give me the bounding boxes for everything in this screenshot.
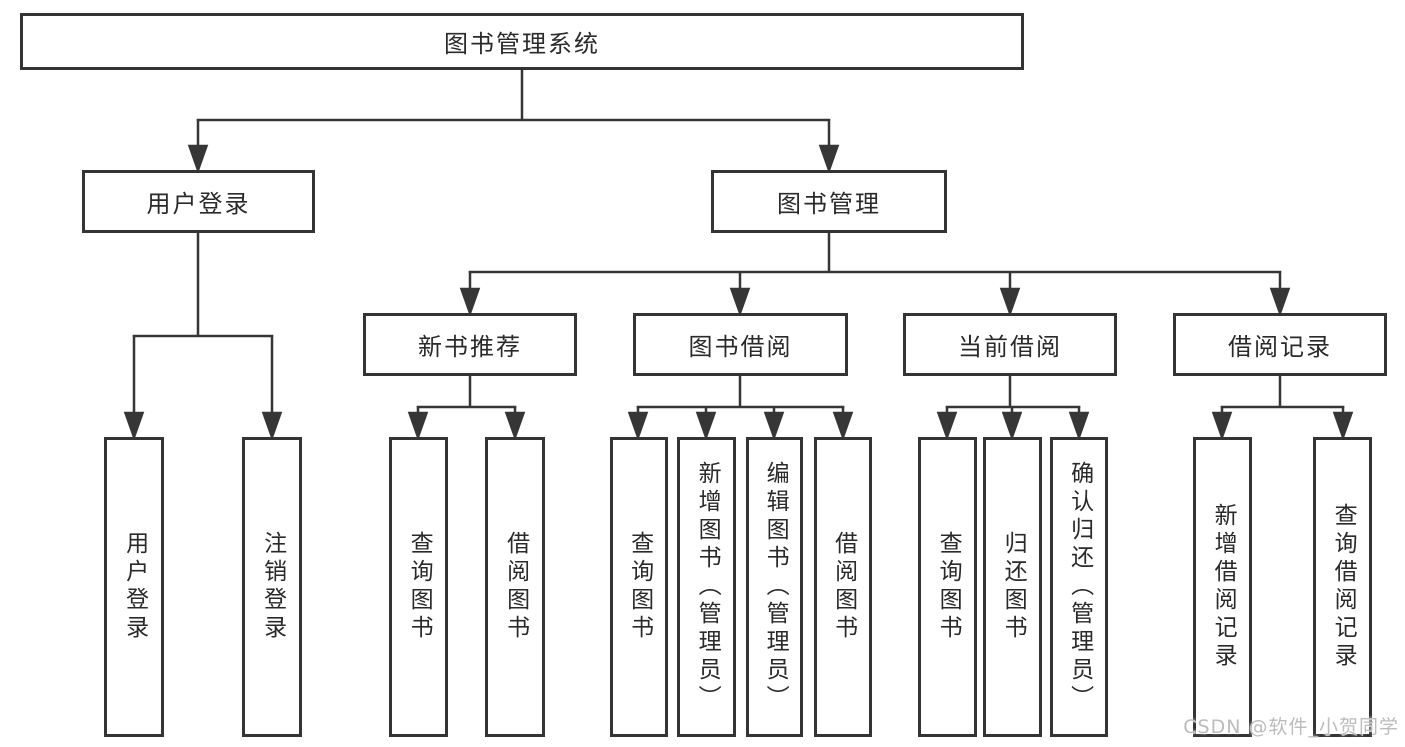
- arrowhead: [936, 411, 958, 441]
- leaf-borrow-add-book-admin: 新增图书（管理员）: [677, 437, 736, 737]
- arrowhead: [1068, 411, 1090, 441]
- connector-new-book-recommend-to-leaves: [407, 376, 526, 441]
- leaf-label: 借阅图书: [830, 531, 857, 643]
- leaf-current-confirm-return-admin: 确认归还（管理员）: [1050, 437, 1108, 737]
- arrowhead: [627, 411, 649, 441]
- leaf-logout: 注销登录: [242, 437, 302, 737]
- leaf-label: 注销登录: [259, 531, 286, 643]
- arrowhead: [763, 411, 785, 441]
- arrowhead: [1332, 411, 1354, 441]
- leaf-current-return-book: 归还图书: [983, 437, 1042, 737]
- arrowhead: [1001, 411, 1023, 441]
- leaf-record-add-borrow-record: 新增借阅记录: [1193, 437, 1252, 737]
- connector-user-login-to-leaves: [123, 233, 283, 441]
- leaf-borrow-query-book: 查询图书: [610, 437, 668, 737]
- connector-root-to-level2: [187, 70, 840, 174]
- arrowhead: [695, 411, 717, 441]
- arrowhead: [123, 411, 145, 441]
- node-library-management-system: 图书管理系统: [20, 13, 1024, 70]
- connector-book-borrow-to-leaves: [627, 376, 854, 441]
- node-user-login: 用户登录: [82, 170, 315, 233]
- leaf-label: 归还图书: [1000, 531, 1027, 643]
- leaf-label: 查询图书: [626, 531, 653, 643]
- leaf-label: 新增借阅记录: [1210, 503, 1237, 671]
- arrowhead: [187, 144, 209, 174]
- leaf-label: 用户登录: [121, 531, 148, 643]
- connector-book-management-to-level3: [459, 233, 1291, 317]
- leaf-current-query-book: 查询图书: [918, 437, 977, 737]
- watermark: CSDN @软件_小贺同学: [1183, 716, 1399, 738]
- leaf-label: 编辑图书（管理员）: [762, 461, 789, 713]
- leaf-borrow-edit-book-admin: 编辑图书（管理员）: [746, 437, 803, 737]
- arrowhead: [504, 411, 526, 441]
- node-current-borrow: 当前借阅: [903, 313, 1117, 376]
- connector-current-borrow-to-leaves: [936, 376, 1090, 441]
- leaf-record-query-borrow-record: 查询借阅记录: [1313, 437, 1372, 737]
- leaf-recommend-borrow-book: 借阅图书: [485, 437, 545, 737]
- leaf-label: 查询图书: [406, 531, 433, 643]
- arrowhead: [729, 287, 751, 317]
- arrowhead: [459, 287, 481, 317]
- leaf-label: 查询图书: [935, 531, 962, 643]
- connector-borrow-record-to-leaves: [1211, 376, 1354, 441]
- leaf-label: 确认归还（管理员）: [1066, 461, 1093, 713]
- leaf-borrow-borrow-book: 借阅图书: [814, 437, 872, 737]
- node-borrow-record: 借阅记录: [1173, 313, 1387, 376]
- arrowhead: [999, 287, 1021, 317]
- arrowhead: [832, 411, 854, 441]
- arrowhead: [1211, 411, 1233, 441]
- leaf-recommend-query-book: 查询图书: [389, 437, 448, 737]
- leaf-label: 查询借阅记录: [1330, 503, 1357, 671]
- node-new-book-recommend: 新书推荐: [363, 313, 577, 376]
- leaf-label: 新增图书（管理员）: [694, 461, 721, 713]
- arrowhead: [407, 411, 429, 441]
- node-book-management: 图书管理: [711, 170, 947, 233]
- leaf-label: 借阅图书: [502, 531, 529, 643]
- arrowhead: [261, 411, 283, 441]
- arrowhead: [1269, 287, 1291, 317]
- arrowhead: [818, 144, 840, 174]
- leaf-user-login: 用户登录: [104, 437, 164, 737]
- node-book-borrow: 图书借阅: [633, 313, 848, 376]
